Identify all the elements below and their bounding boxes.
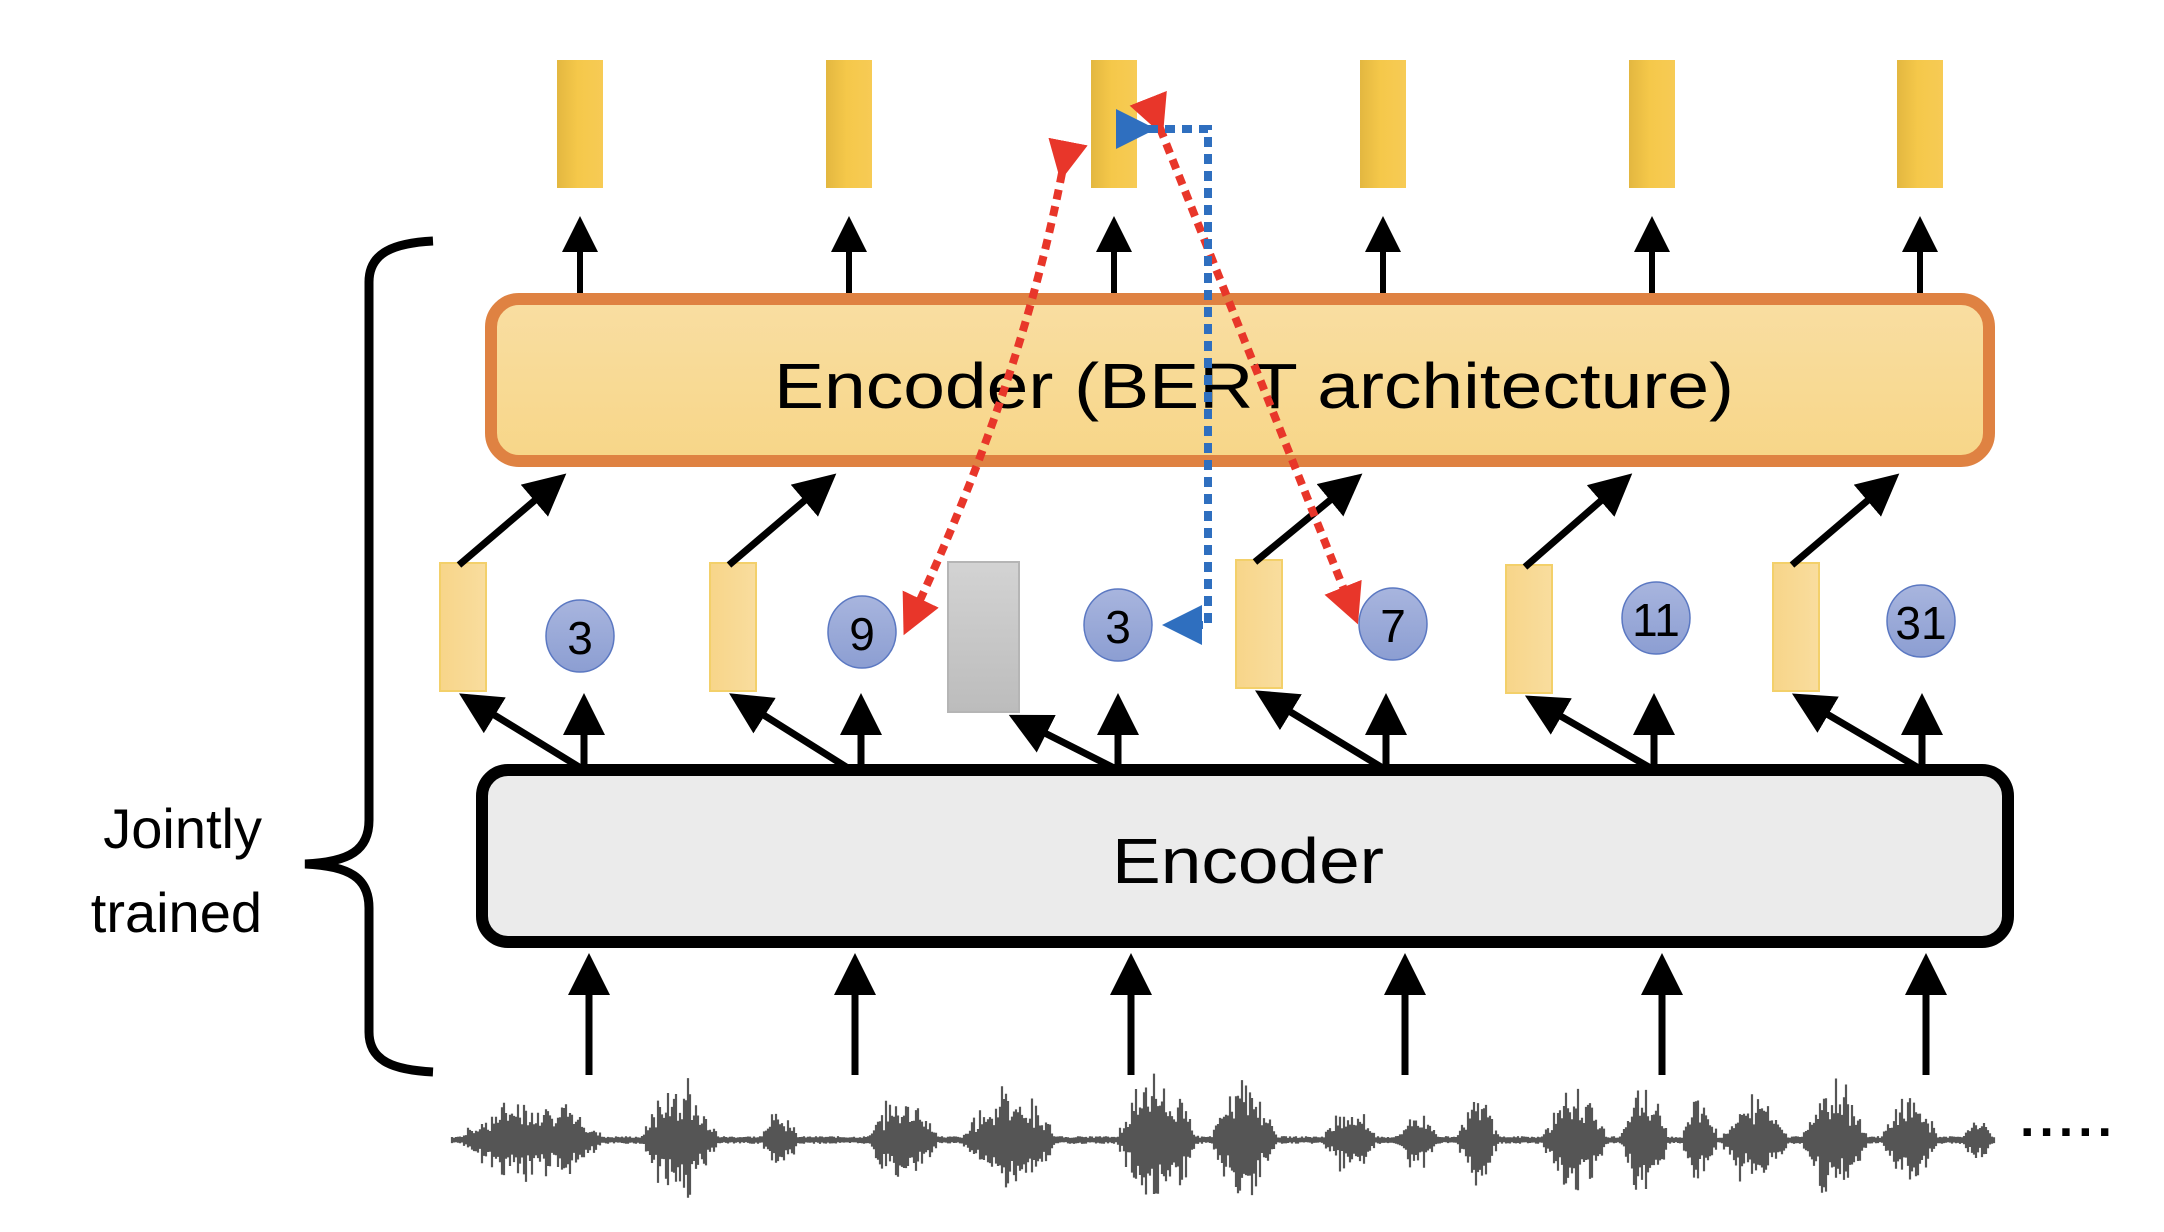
cluster-id-badge: 3 — [1083, 588, 1153, 662]
audio-waveform — [450, 1073, 1996, 1198]
cluster-id-label: 9 — [849, 608, 875, 660]
cluster-id-label: 7 — [1380, 600, 1406, 652]
waveform-trace — [450, 1073, 1996, 1198]
cluster-id-label: 3 — [567, 612, 593, 664]
encoder-to-feature-arrow — [729, 693, 853, 773]
feature-frame — [1505, 564, 1553, 694]
cluster-id-badge: 11 — [1621, 581, 1691, 655]
output-token — [557, 60, 603, 188]
target-arrow — [1116, 109, 1212, 645]
cluster-id-badge: 7 — [1358, 587, 1428, 661]
cluster-id-label: 3 — [1105, 601, 1131, 653]
encoder-to-feature-arrow — [459, 693, 586, 773]
cluster-id-badge: 3 — [545, 599, 615, 673]
predict-arrow-right — [1129, 90, 1362, 625]
feature-frame — [439, 562, 487, 692]
encoder-to-feature-arrow — [1524, 695, 1656, 774]
encoder-to-feature-arrow — [1008, 714, 1120, 774]
cnn-encoder-label: Encoder — [1112, 825, 1384, 897]
side-label-line1: Jointly — [103, 797, 262, 860]
feature-frame — [709, 562, 757, 692]
waveform-input-arrows — [568, 953, 1947, 1075]
feature-to-bert-arrow — [1789, 473, 1900, 568]
encoder-to-feature-arrow — [1255, 690, 1388, 773]
cnn-encoder-box — [476, 764, 2014, 948]
bert-output-arrows — [562, 216, 1938, 293]
bert-encoder-label: Encoder (BERT architecture) — [774, 350, 1734, 422]
continuation-dots: ..... — [2020, 1090, 2112, 1148]
cluster-circle — [1886, 584, 1956, 658]
feature-to-bert-arrow — [1522, 473, 1633, 570]
jointly-trained-brace — [304, 236, 434, 1077]
feature-frame — [1772, 562, 1820, 692]
feature-frame — [1235, 559, 1283, 689]
output-token — [1360, 60, 1406, 188]
cnn-encoder: Encoder — [476, 764, 2014, 948]
encoder-to-feature-arrow — [1791, 693, 1924, 774]
prediction-arrows — [902, 90, 1362, 645]
cluster-id-label: 31 — [1895, 597, 1946, 649]
masked-frame — [947, 561, 1020, 713]
output-token — [826, 60, 872, 188]
cluster-id-badge: 31 — [1886, 584, 1956, 658]
cluster-id-badge: 9 — [827, 595, 897, 669]
cluster-circle — [545, 599, 615, 673]
output-token — [1091, 60, 1137, 188]
output-token — [1897, 60, 1943, 188]
feature-to-bert-arrow — [726, 473, 837, 568]
side-label-line2: trained — [91, 881, 262, 944]
cluster-id-label: 11 — [1632, 594, 1680, 646]
cluster-circle — [1621, 581, 1691, 655]
cluster-circle — [827, 595, 897, 669]
output-tokens — [557, 60, 1943, 188]
predict-arrow-left — [902, 137, 1088, 636]
output-token — [1629, 60, 1675, 188]
feature-to-bert-arrow — [456, 473, 567, 568]
